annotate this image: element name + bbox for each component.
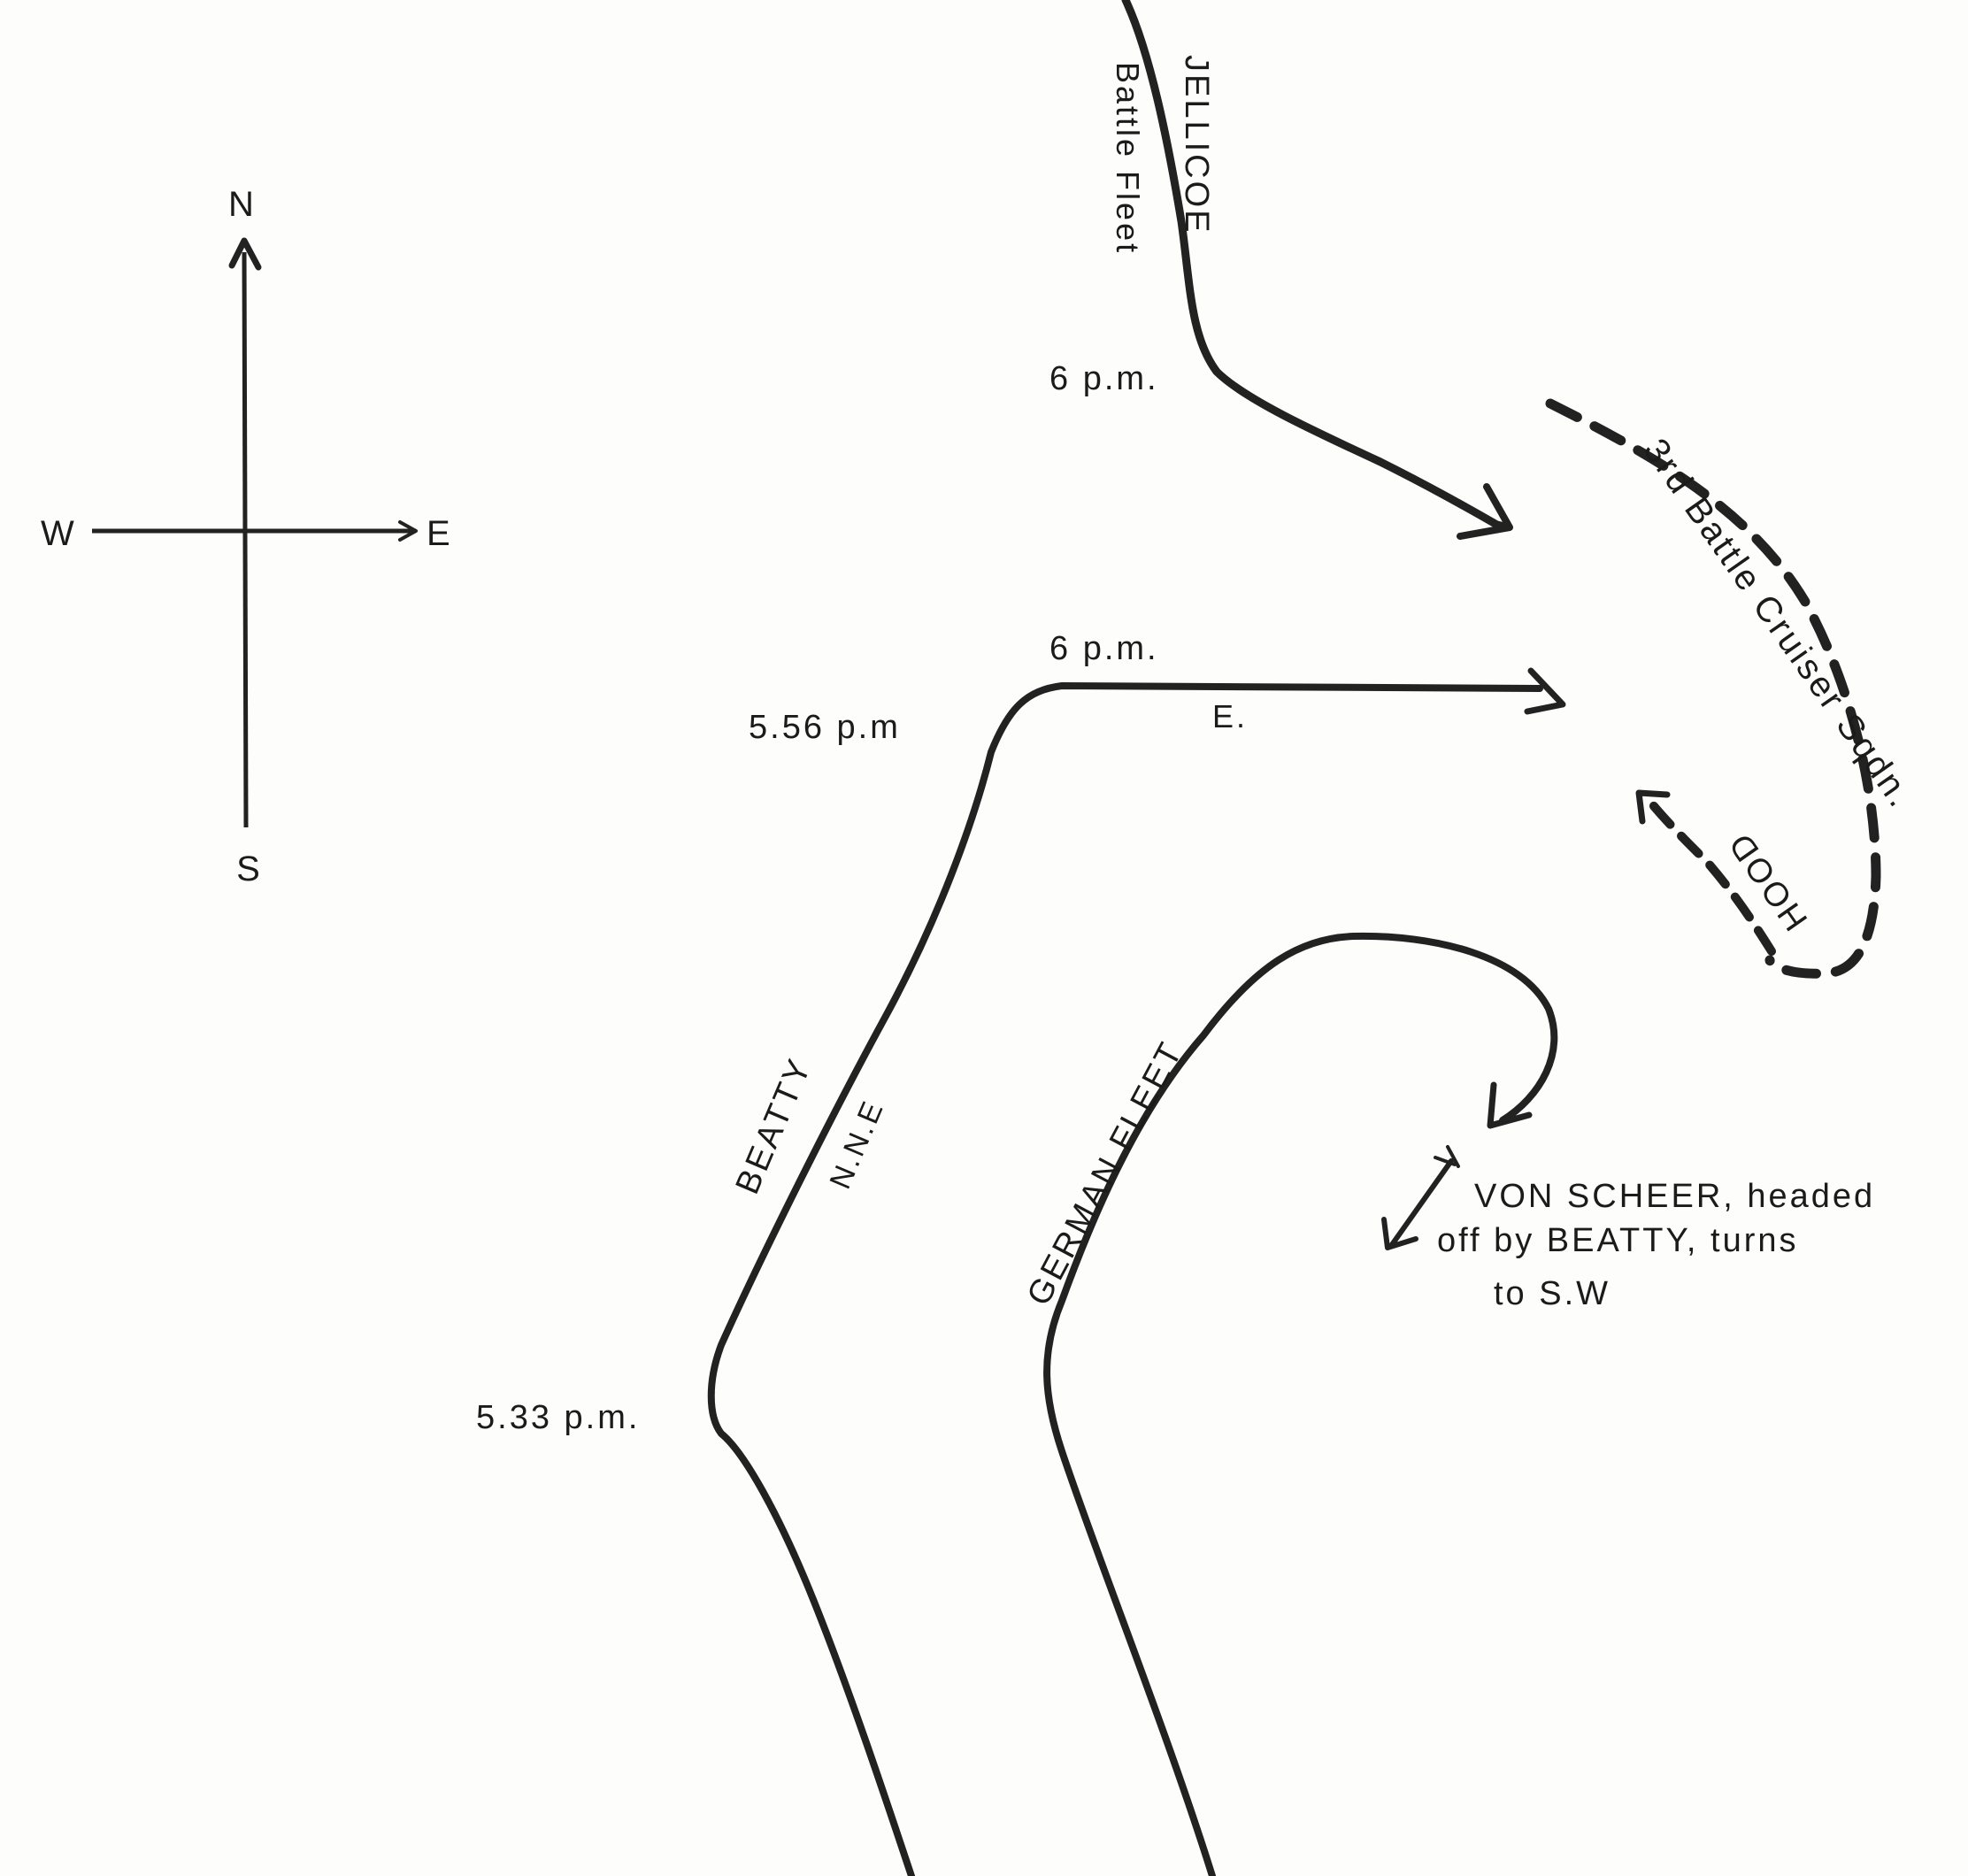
von-scheer-arrowhead-icon bbox=[1381, 1217, 1418, 1250]
german-fleet-arrowhead-icon bbox=[1487, 1081, 1533, 1129]
beatty-label: BEATTY bbox=[729, 1052, 819, 1199]
german-fleet-track: GERMAN FLEET bbox=[1020, 932, 1558, 1876]
von-scheer-turn: VON SCHEER, headed off by BEATTY, turns … bbox=[1381, 1145, 1875, 1312]
von-scheer-line3: to S.W bbox=[1494, 1275, 1611, 1312]
german-fleet-label: GERMAN FLEET bbox=[1020, 1035, 1191, 1312]
beatty-east-label: E. bbox=[1212, 698, 1248, 734]
east-arrowhead-icon bbox=[398, 520, 418, 542]
beatty-556-label: 5.56 p.m bbox=[749, 709, 901, 746]
hood-dashed-line bbox=[1641, 792, 1776, 956]
jellicoe-course-line bbox=[1121, 0, 1500, 528]
third-bc-squadron-label: 3rd Battle Cruiser Sqdn. bbox=[1636, 432, 1921, 816]
von-scheer-line1: VON SCHEER, headed bbox=[1474, 1178, 1875, 1215]
von-scheer-line2: off by BEATTY, turns bbox=[1437, 1222, 1799, 1259]
north-arrowhead-icon bbox=[228, 237, 262, 271]
beatty-arrowhead-icon bbox=[1524, 667, 1566, 715]
hood-arrowhead-icon bbox=[1635, 789, 1671, 825]
jellicoe-label: JELLICOE bbox=[1178, 55, 1215, 235]
battle-fleet-label: Battle Fleet bbox=[1110, 62, 1146, 255]
von-scheer-arrow-shaft bbox=[1388, 1158, 1454, 1249]
beatty-track: 6 p.m. 5.56 p.m E. BEATTY N.N.E 5.33 p.m… bbox=[476, 630, 1566, 1876]
compass-east: E bbox=[427, 514, 453, 553]
german-fleet-course-line bbox=[1043, 932, 1558, 1876]
compass-ns-line bbox=[242, 251, 249, 828]
von-scheer-fletching-icon bbox=[1434, 1145, 1460, 1168]
beatty-course-line bbox=[707, 682, 1543, 1876]
compass-west: W bbox=[41, 514, 77, 553]
third-bc-squadron-dashed-line bbox=[1545, 398, 1881, 979]
beatty-6pm-label: 6 p.m. bbox=[1049, 630, 1159, 667]
compass-south: S bbox=[236, 850, 263, 888]
compass-north: N bbox=[228, 185, 257, 224]
jellicoe-track: JELLICOE Battle Fleet 6 p.m. bbox=[1049, 0, 1513, 540]
third-bc-squadron-track: 3rd Battle Cruiser Sqdn. bbox=[1545, 398, 1921, 979]
hood-track: HOOD bbox=[1635, 789, 1816, 956]
jellicoe-time-label: 6 p.m. bbox=[1049, 360, 1159, 397]
compass-rose: N S E W bbox=[41, 185, 453, 888]
hood-label: HOOD bbox=[1721, 825, 1816, 937]
jellicoe-arrowhead-icon bbox=[1457, 483, 1513, 540]
beatty-533-label: 5.33 p.m. bbox=[476, 1399, 640, 1436]
